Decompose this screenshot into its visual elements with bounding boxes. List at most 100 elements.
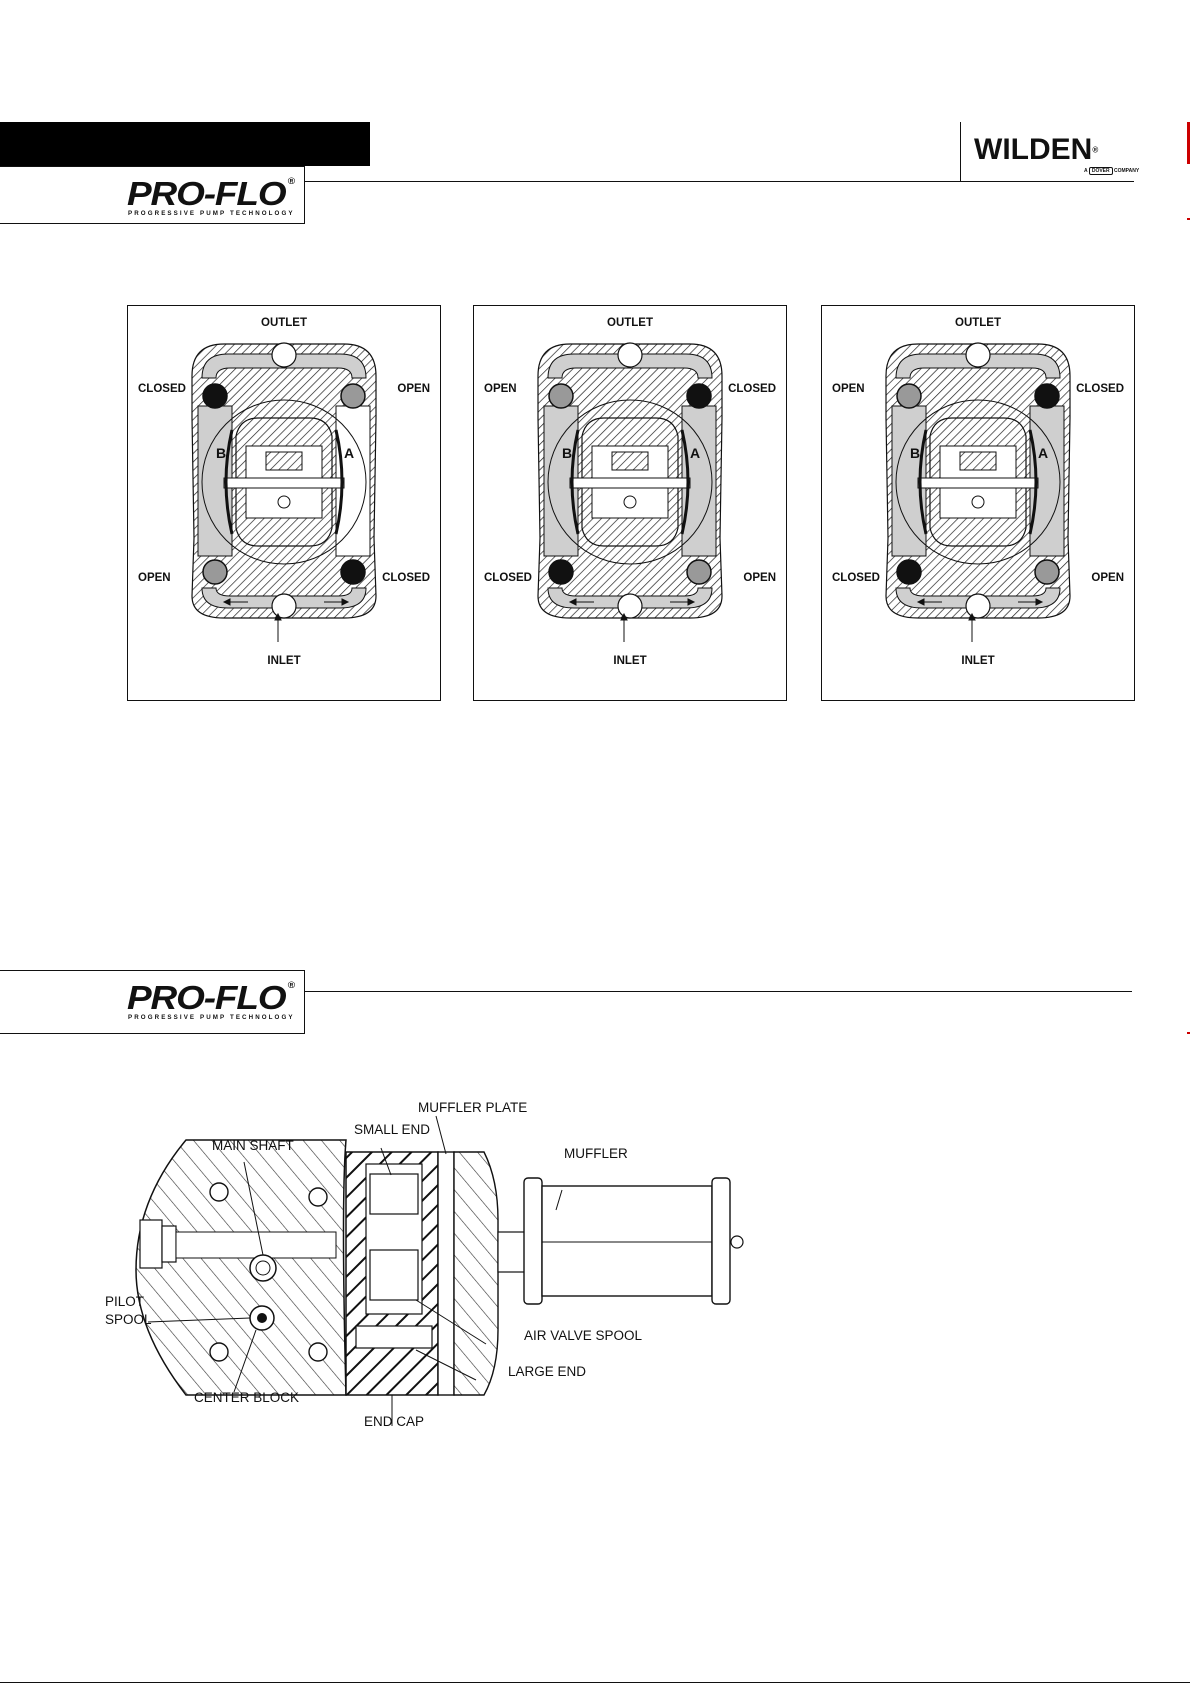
bottom-right-valve-label: CLOSED — [382, 572, 430, 584]
left-diaphragm — [224, 429, 234, 535]
bottom-right-ball — [340, 559, 366, 585]
proflo-brand-box-2: PRO-FLO® PROGRESSIVE PUMP TECHNOLOGY — [0, 970, 305, 1034]
pilot-spool — [971, 495, 985, 509]
pump-diagram-svg: OUTLET INLET CLOSED OPEN OPEN CLOSED B A — [138, 317, 430, 667]
muffler-cap-left — [523, 1177, 543, 1305]
main-shaft-core — [255, 1260, 271, 1276]
right-diaphragm — [334, 429, 344, 535]
main-shaft — [223, 477, 345, 489]
top-right-ball — [1034, 383, 1060, 409]
pump-panel-1: OUTLET INLET CLOSED OPEN OPEN CLOSED B A — [127, 305, 441, 701]
chamber-b-label: B — [910, 445, 920, 461]
top-left-valve-label: CLOSED — [138, 383, 186, 395]
section2-rule — [304, 991, 1132, 992]
pilot-spool — [623, 495, 637, 509]
top-left-ball — [202, 383, 228, 409]
top-right-ball — [686, 383, 712, 409]
header-divider — [960, 122, 961, 181]
right-diaphragm — [1028, 429, 1038, 535]
bottom-left-ball — [548, 559, 574, 585]
muffler-plate-housing — [453, 1151, 499, 1396]
edge-tick-2 — [1187, 1032, 1190, 1034]
left-diaphragm — [918, 429, 928, 535]
header-rule — [304, 181, 1134, 182]
chamber-a-label: A — [344, 445, 354, 461]
pilot-spool-core — [257, 1313, 267, 1323]
air-valve-spool-label: AIR VALVE SPOOL — [524, 1328, 643, 1343]
outlet-label: OUTLET — [261, 317, 307, 329]
screw-icon — [308, 1187, 328, 1207]
center-block-label: CENTER BLOCK — [194, 1390, 299, 1405]
top-right-valve-label: CLOSED — [1076, 383, 1124, 395]
bottom-left-valve-label: CLOSED — [484, 572, 532, 584]
chamber-a-label: A — [1038, 445, 1048, 461]
outlet-port — [965, 342, 991, 368]
proflo-logo-2: PRO-FLO® — [127, 979, 295, 1016]
pump-diagram-svg: OUTLET INLET OPEN CLOSED CLOSED OPEN B A — [832, 317, 1124, 667]
inlet-port — [271, 593, 297, 619]
end-cap-label: END CAP — [364, 1414, 424, 1429]
top-right-ball — [340, 383, 366, 409]
main-shaft — [569, 477, 691, 489]
inlet-label: INLET — [961, 655, 994, 667]
muffler-label: MUFFLER — [564, 1146, 628, 1161]
outlet-label: OUTLET — [955, 317, 1001, 329]
main-shaft — [917, 477, 1039, 489]
muffler-neck — [497, 1231, 527, 1273]
air-valve — [611, 451, 649, 471]
proflo-logo: PRO-FLO® — [127, 175, 295, 212]
pilot-label: PILOT — [105, 1294, 144, 1309]
inlet-label: INLET — [267, 655, 300, 667]
air-valve — [265, 451, 303, 471]
outlet-port — [271, 342, 297, 368]
top-left-ball — [896, 383, 922, 409]
screw-icon — [209, 1182, 229, 1202]
bottom-right-ball — [686, 559, 712, 585]
proflo-tagline-2: PROGRESSIVE PUMP TECHNOLOGY — [128, 1014, 295, 1021]
outlet-port — [617, 342, 643, 368]
bottom-left-valve-label: CLOSED — [832, 572, 880, 584]
top-left-ball — [548, 383, 574, 409]
top-left-valve-label: OPEN — [832, 383, 865, 395]
spool-label: SPOOL — [105, 1312, 152, 1327]
muffler-nut — [730, 1235, 744, 1249]
air-valve-diagram: MUFFLER PLATE SMALL END MAIN SHAFT MUFFL… — [105, 1100, 744, 1429]
air-passage — [175, 1231, 337, 1259]
large-end-label: LARGE END — [508, 1364, 586, 1379]
flow-arrows — [916, 598, 1044, 642]
left-chamber — [543, 405, 579, 557]
flow-arrows — [568, 598, 696, 642]
top-right-valve-label: OPEN — [397, 383, 430, 395]
air-valve — [959, 451, 997, 471]
center-dome — [895, 399, 1061, 565]
chamber-b-label: B — [562, 445, 572, 461]
main-shaft-label: MAIN SHAFT — [212, 1138, 294, 1153]
leader-lines — [147, 1115, 563, 1426]
chamber-a-label: A — [690, 445, 700, 461]
proflo-brand-box: PRO-FLO® PROGRESSIVE PUMP TECHNOLOGY — [0, 166, 305, 224]
bottom-left-valve-label: OPEN — [138, 572, 171, 584]
header-black-bar — [0, 122, 370, 166]
muffler-body — [541, 1185, 713, 1297]
pilot-spool — [277, 495, 291, 509]
inlet-port — [617, 593, 643, 619]
top-right-valve-label: CLOSED — [728, 383, 776, 395]
bottom-right-ball — [1034, 559, 1060, 585]
edge-tick-1 — [1187, 218, 1190, 220]
pump-diagram-svg: OUTLET INLET OPEN CLOSED CLOSED OPEN B A — [484, 317, 776, 667]
center-dome — [201, 399, 367, 565]
bottom-right-valve-label: OPEN — [1091, 572, 1124, 584]
bottom-right-valve-label: OPEN — [743, 572, 776, 584]
chamber-b-label: B — [216, 445, 226, 461]
pump-panel-3: OUTLET INLET OPEN CLOSED CLOSED OPEN B A — [821, 305, 1135, 701]
muffler-plate-label: MUFFLER PLATE — [418, 1100, 527, 1115]
center-dome — [547, 399, 713, 565]
right-diaphragm — [680, 429, 690, 535]
air-valve-spool-large — [369, 1249, 419, 1301]
top-left-valve-label: OPEN — [484, 383, 517, 395]
screw-icon — [308, 1342, 328, 1362]
air-valve-spool-small — [369, 1173, 419, 1215]
left-fitting-nut — [161, 1225, 177, 1263]
large-end-piston — [355, 1325, 433, 1349]
flow-arrows — [222, 598, 350, 642]
